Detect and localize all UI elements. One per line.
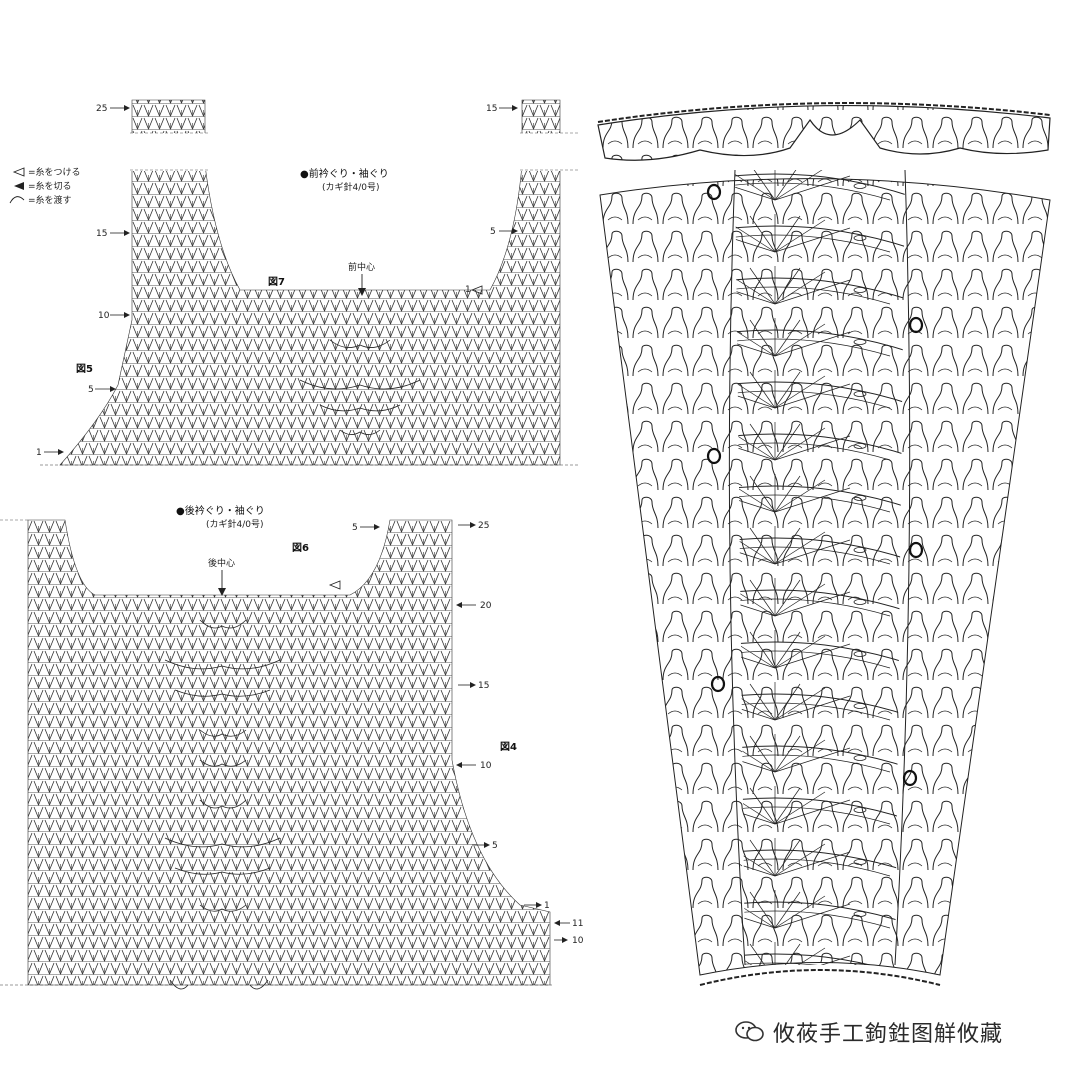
svg-text:25: 25 (478, 521, 489, 531)
front-center-label: 前中心 (348, 261, 375, 273)
svg-text:15: 15 (96, 229, 107, 239)
svg-text:10: 10 (572, 936, 584, 946)
back-title: ●後衿ぐり・袖ぐり (176, 504, 265, 517)
svg-text:1: 1 (36, 448, 42, 458)
back-center-arrow (218, 570, 226, 596)
back-stitch-grid (27, 519, 551, 986)
svg-text:5: 5 (490, 227, 496, 237)
svg-text:25: 25 (96, 104, 107, 114)
lace-column-edges (728, 169, 911, 966)
front-hook-size: (カギ針4/0号) (322, 181, 380, 193)
back-fig-main: 図6 (292, 542, 309, 554)
svg-text:15: 15 (486, 104, 497, 114)
lace-bottom-chain (699, 969, 941, 986)
back-center-label: 後中心 (208, 557, 235, 569)
back-hook-size: (カギ針4/0号) (206, 518, 264, 530)
wave-line-icon (9, 196, 25, 204)
wechat-logo-icon (735, 1021, 764, 1042)
triangle-filled-icon (14, 182, 24, 190)
front-center-motif (299, 339, 421, 435)
back-fig-side: 図4 (500, 741, 517, 753)
front-row-labels-left: 25 15 10 5 1 (36, 104, 130, 458)
svg-text:10: 10 (98, 311, 110, 321)
legend-item-carry: =糸を渡す (28, 194, 72, 206)
svg-text:1: 1 (544, 901, 550, 911)
front-gap-left (131, 133, 207, 171)
lace-body-chart (597, 102, 1051, 986)
watermark-text: 攸莜手工鉤鉎图觧攸藏 (773, 1022, 1004, 1047)
front-title: ●前衿ぐり・袖ぐり (300, 167, 389, 180)
lace-accent-loops (706, 183, 924, 787)
back-chart: ●後衿ぐり・袖ぐり (カギ針4/0号) 図6 図4 後中心 5 25 20 15… (0, 504, 584, 990)
svg-text:10: 10 (480, 761, 492, 771)
svg-text:5: 5 (352, 523, 358, 533)
legend: =糸をつける =糸を切る =糸を渡す (9, 166, 81, 206)
svg-text:15: 15 (478, 681, 489, 691)
back-center-motif (164, 619, 281, 990)
svg-text:11: 11 (572, 919, 583, 929)
svg-text:1: 1 (465, 285, 471, 295)
front-chart: ●前衿ぐり・袖ぐり (カギ針4/0号) 図7 図5 前中心 25 15 10 5… (36, 99, 580, 466)
back-row-labels: 5 25 20 15 10 5 1 11 10 (328, 521, 584, 946)
front-row-labels-right: 15 5 1 (465, 104, 518, 295)
triangle-open-icon (12, 167, 25, 177)
legend-item-cut: =糸を切る (28, 180, 72, 192)
svg-text:5: 5 (88, 385, 94, 395)
svg-text:20: 20 (480, 601, 492, 611)
lace-top-border (597, 104, 1051, 161)
svg-text:5: 5 (492, 841, 498, 851)
front-fig-side: 図5 (76, 363, 93, 375)
front-fig-main: 図7 (268, 276, 285, 288)
lace-fan-column (735, 170, 905, 965)
front-center-arrow (358, 274, 366, 296)
front-gap-right (521, 133, 561, 171)
watermark: 攸莜手工鉤鉎图觧攸藏 (735, 1016, 1003, 1048)
legend-item-attach: =糸をつける (28, 166, 81, 178)
